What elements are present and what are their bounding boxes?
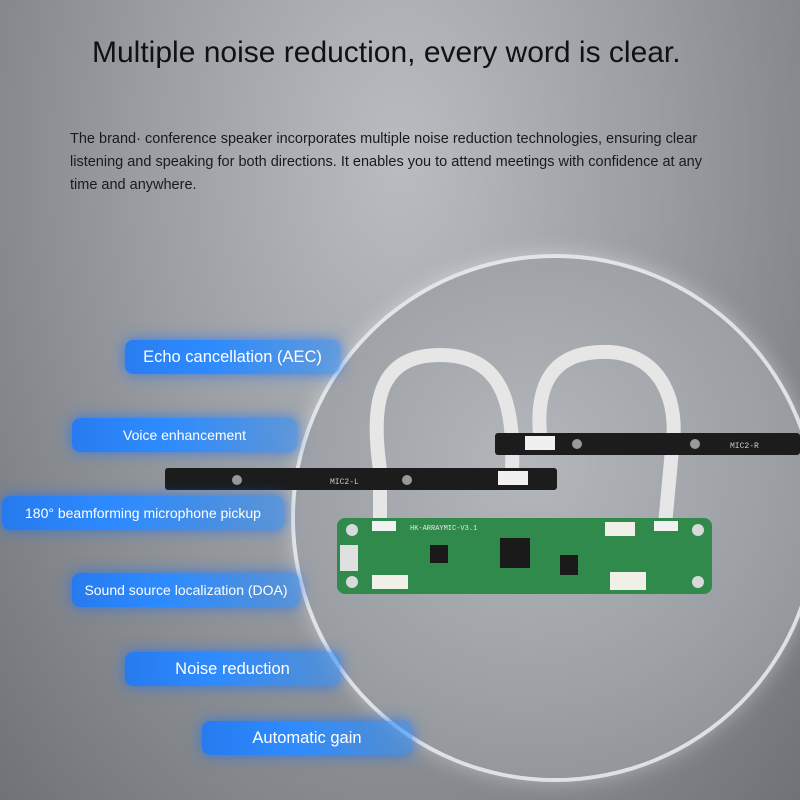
description: The brand· conference speaker incorporat… xyxy=(70,131,702,193)
feature-voice-enhancement: Voice enhancement xyxy=(72,418,297,452)
feature-automatic-gain: Automatic gain xyxy=(202,721,412,755)
feature-sound-source-localization: Sound source localization (DOA) xyxy=(72,573,300,607)
ribbon-cable-left xyxy=(369,347,520,525)
mic-bar-right: MIC2-R xyxy=(495,433,800,455)
feature-beamforming-pickup: 180° beamforming microphone pickup xyxy=(2,496,284,530)
mic-right-label: MIC2-R xyxy=(730,442,759,451)
pcb-label: HK-ARRAYMIC-V3.1 xyxy=(410,525,477,533)
mic-bar-left: MIC2-L xyxy=(165,468,557,490)
headline: Multiple noise reduction, every word is … xyxy=(92,36,681,69)
feature-echo-cancellation: Echo cancellation (AEC) xyxy=(125,340,340,374)
mic-left-label: MIC2-L xyxy=(330,478,359,487)
ribbon-cable-right xyxy=(532,344,681,526)
feature-noise-reduction: Noise reduction xyxy=(125,652,340,686)
main-pcb: HK-ARRAYMIC-V3.1 xyxy=(337,518,712,594)
